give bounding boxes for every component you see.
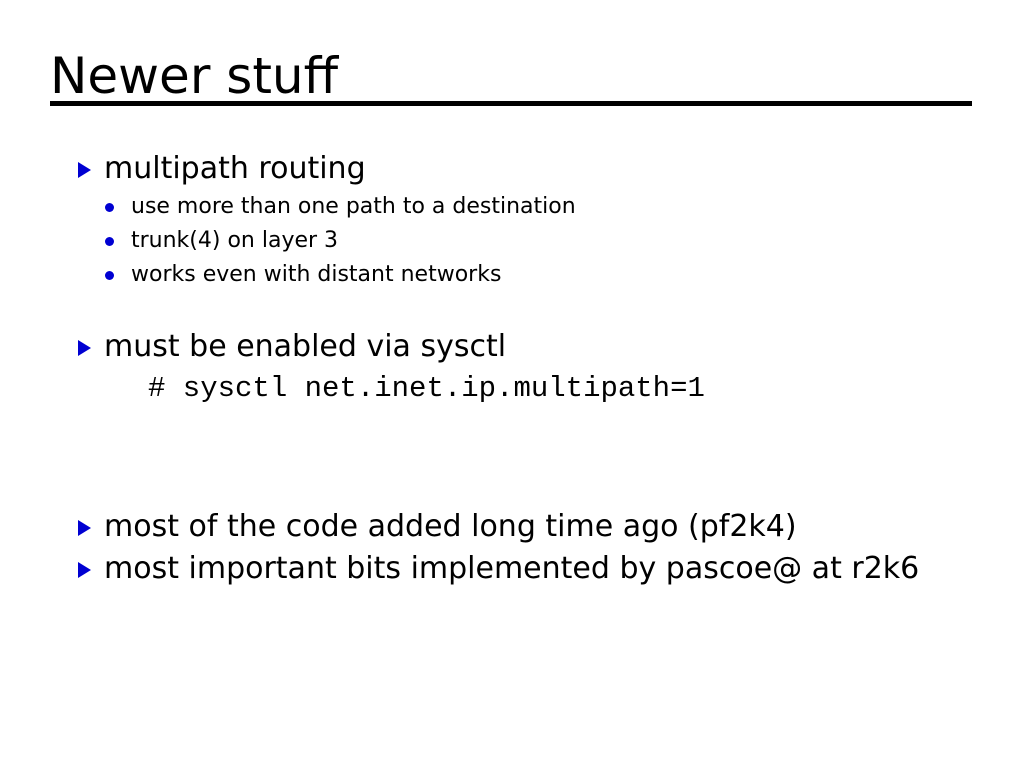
dot-bullet-icon <box>105 203 114 212</box>
triangle-bullet-icon <box>78 562 91 578</box>
dot-bullet-icon <box>105 271 114 280</box>
bullet-item-multipath-routing: multipath routing <box>74 148 974 190</box>
bullet-item-enable-via-sysctl: must be enabled via sysctl <box>74 326 974 368</box>
dot-bullet-icon <box>105 237 114 246</box>
sub-bullet-item-distant-networks: works even with distant networks <box>74 258 974 292</box>
bullet-item-code-added-long-ago: most of the code added long time ago (pf… <box>74 506 974 548</box>
spacer <box>74 410 974 506</box>
title-underline-rule <box>50 101 972 106</box>
spacer <box>74 292 974 326</box>
sub-bullet-item-trunk-layer3: trunk(4) on layer 3 <box>74 224 974 258</box>
bullet-item-implemented-by-pascoe: most important bits implemented by pasco… <box>74 548 974 590</box>
sub-bullet-label: trunk(4) on layer 3 <box>131 228 339 253</box>
bullet-label: most important bits implemented by pasco… <box>104 551 920 586</box>
triangle-bullet-icon <box>78 520 91 536</box>
bullet-label: multipath routing <box>104 151 366 186</box>
sysctl-command-line: # sysctl net.inet.ip.multipath=1 <box>148 372 705 405</box>
slide-body: multipath routing use more than one path… <box>74 148 974 590</box>
sub-bullet-item-use-more-paths: use more than one path to a destination <box>74 190 974 224</box>
sub-bullet-label: use more than one path to a destination <box>131 194 576 219</box>
sub-bullet-list: use more than one path to a destination … <box>74 190 974 292</box>
triangle-bullet-icon <box>78 340 91 356</box>
bullet-label: must be enabled via sysctl <box>104 329 507 364</box>
bullet-label: most of the code added long time ago (pf… <box>104 509 797 544</box>
page-title: Newer stuff <box>50 47 339 105</box>
triangle-bullet-icon <box>78 162 91 178</box>
sub-bullet-label: works even with distant networks <box>131 262 502 287</box>
title-block: Newer stuff <box>50 48 972 104</box>
